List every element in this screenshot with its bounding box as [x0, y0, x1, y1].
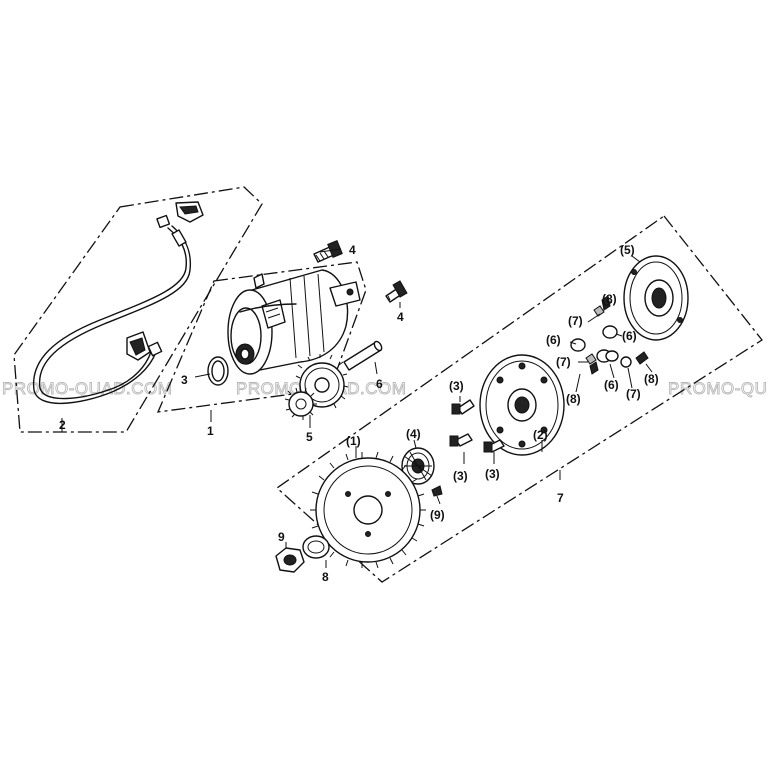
clutch-rollers-and-springs [570, 295, 649, 375]
sub-callout-6-top: (6) [622, 329, 637, 343]
callout-5: 5 [306, 430, 313, 444]
watermark-right: PROMO-QU [668, 379, 767, 398]
idle-gear [284, 354, 349, 420]
sub-callout-7-right: (7) [626, 387, 641, 401]
callout-7: 7 [557, 491, 564, 505]
sub-callout-7-left: (7) [556, 355, 571, 369]
sub-callout-8-right: (8) [644, 372, 659, 386]
starter-motor [227, 269, 361, 375]
starter-motor-group-outline [156, 261, 367, 413]
sub-callout-8-bottom: (8) [566, 392, 581, 406]
starter-clutch-group-outline [275, 215, 763, 583]
callout-6: 6 [376, 377, 383, 391]
callout-8: 8 [322, 570, 329, 584]
sub-callout-8-top: (8) [602, 292, 617, 306]
watermark-left: PROMO-QUAD.COM [2, 379, 172, 398]
callout-1: 1 [207, 424, 214, 438]
gear-shaft [343, 340, 383, 371]
woodruff-key [431, 485, 443, 497]
callout-4-upper: 4 [349, 243, 356, 257]
sub-callout-6-left: (6) [546, 333, 561, 347]
clutch-bolts [449, 399, 505, 453]
sub-callout-4: (4) [406, 427, 421, 441]
hex-nut [275, 547, 305, 573]
callout-9: 9 [278, 530, 285, 544]
sub-callout-6-bottom: (6) [604, 378, 619, 392]
sub-callout-3-right: (3) [485, 467, 500, 481]
clutch-cover-plate [623, 255, 689, 341]
sub-callout-9: (9) [430, 508, 445, 522]
sub-callout-3-top: (3) [449, 379, 464, 393]
washer [302, 535, 330, 559]
callout-labels: 2 1 3 4 4 5 6 7 8 9 (1) (2) (3) (3) (3) … [59, 243, 659, 584]
sub-callout-2: (2) [533, 428, 548, 442]
one-way-bearing [401, 447, 435, 485]
starter-cable [32, 201, 204, 405]
leader-lines [61, 248, 653, 568]
clutch-body [479, 354, 565, 456]
o-ring-gasket [207, 356, 229, 386]
mounting-bolt-lower [385, 280, 408, 303]
callout-2: 2 [59, 418, 66, 432]
sub-callout-5: (5) [620, 243, 635, 257]
cable-group-outline [13, 186, 263, 433]
callout-3: 3 [181, 373, 188, 387]
callout-4-lower: 4 [397, 310, 404, 324]
sub-callout-1: (1) [346, 434, 361, 448]
starter-driven-gear [310, 451, 426, 569]
sub-callout-3-mid: (3) [453, 469, 468, 483]
sub-callout-7-top: (7) [568, 314, 583, 328]
